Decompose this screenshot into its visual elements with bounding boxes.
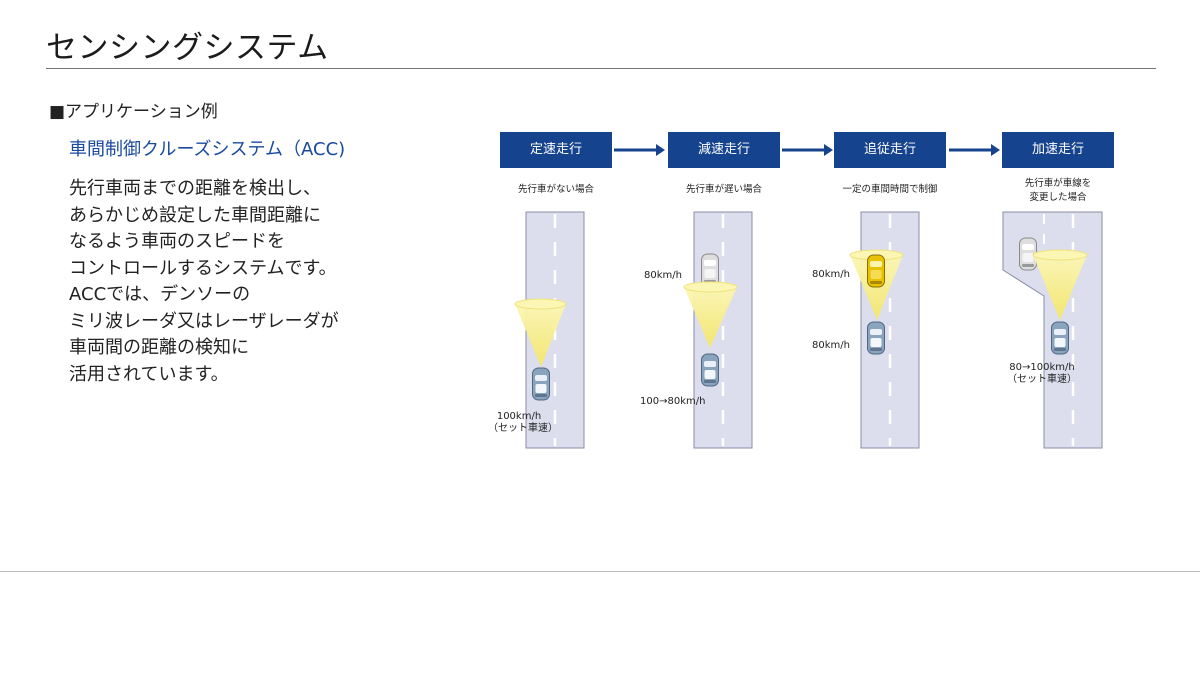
condition-caption: 先行車がない場合 [500, 183, 612, 197]
road-4 [1002, 211, 1103, 449]
speed-label-lead: 80km/h [644, 270, 682, 281]
speed-value: 100→80km/h [640, 396, 706, 407]
speed-note: （セット車速） [488, 423, 558, 434]
condition-line: 先行車が車線を [1024, 178, 1092, 189]
own-car [532, 367, 550, 401]
radar-beam [850, 255, 903, 320]
speed-label-own: 100km/h （セット車速） [488, 411, 558, 435]
arrow-2 [782, 144, 833, 156]
speed-label-own: 80km/h [812, 340, 850, 352]
lead-car [701, 253, 719, 287]
speed-value: 80→100km/h [1009, 362, 1075, 373]
description-line: ミリ波レーダ又はレーザレーダが [69, 310, 339, 332]
own-car [701, 353, 719, 387]
speed-label-lead: 80km/h [812, 269, 850, 280]
description-line: 活用されています。 [69, 363, 229, 385]
lead-car [867, 254, 885, 288]
arrow-3 [949, 144, 1000, 156]
own-car [1051, 321, 1069, 355]
radar-beam [1033, 255, 1087, 320]
radar-beam [684, 287, 737, 348]
condition-line: 一定の車間時間で制御 [842, 184, 938, 195]
title-divider [46, 68, 1156, 69]
condition-caption: 一定の車間時間で制御 [826, 183, 954, 197]
own-car [867, 321, 885, 355]
condition-line: 先行車が遅い場合 [685, 184, 762, 195]
stage-deceleration: 減速走行 [668, 132, 780, 168]
section-heading: ■アプリケーション例 [49, 102, 218, 122]
condition-caption: 先行車が遅い場合 [668, 183, 780, 197]
road-2 [683, 211, 753, 449]
description-line: ACCでは、デンソーの [69, 284, 251, 305]
description-line: コントロールするシステムです。 [69, 257, 337, 279]
speed-value: 100km/h [496, 411, 542, 422]
stage-following: 追従走行 [834, 132, 946, 168]
speed-note: （セット車速） [1007, 374, 1077, 385]
condition-caption: 先行車が車線を 変更した場合 [1002, 177, 1114, 205]
arrow-1 [614, 144, 665, 156]
speed-label-own: 100→80km/h [640, 396, 705, 408]
road-3 [849, 211, 920, 449]
page-title: センシングシステム [46, 30, 329, 66]
description-text: 先行車両までの距離を検出し、 あらかじめ設定した車間距離に なるよう車両のスピー… [69, 176, 339, 388]
speed-value: 80km/h [812, 340, 850, 351]
speed-label-own: 80→100km/h （セット車速） [1002, 362, 1082, 386]
footer-divider [0, 571, 1200, 572]
description-line: あらかじめ設定した車間距離に [69, 204, 321, 226]
stage-acceleration: 加速走行 [1002, 132, 1114, 168]
description-line: 車両間の距離の検知に [69, 337, 249, 358]
condition-line: 先行車がない場合 [517, 184, 594, 195]
description-line: 先行車両までの距離を検出し、 [69, 178, 321, 199]
radar-beam [515, 304, 566, 367]
road-1 [514, 211, 585, 449]
description-line: なるよう車両のスピードを [69, 231, 285, 252]
application-subtitle: 車間制御クルーズシステム（ACC) [69, 139, 346, 160]
stage-constant-speed: 定速走行 [500, 132, 612, 168]
condition-line: 変更した場合 [1029, 192, 1087, 203]
